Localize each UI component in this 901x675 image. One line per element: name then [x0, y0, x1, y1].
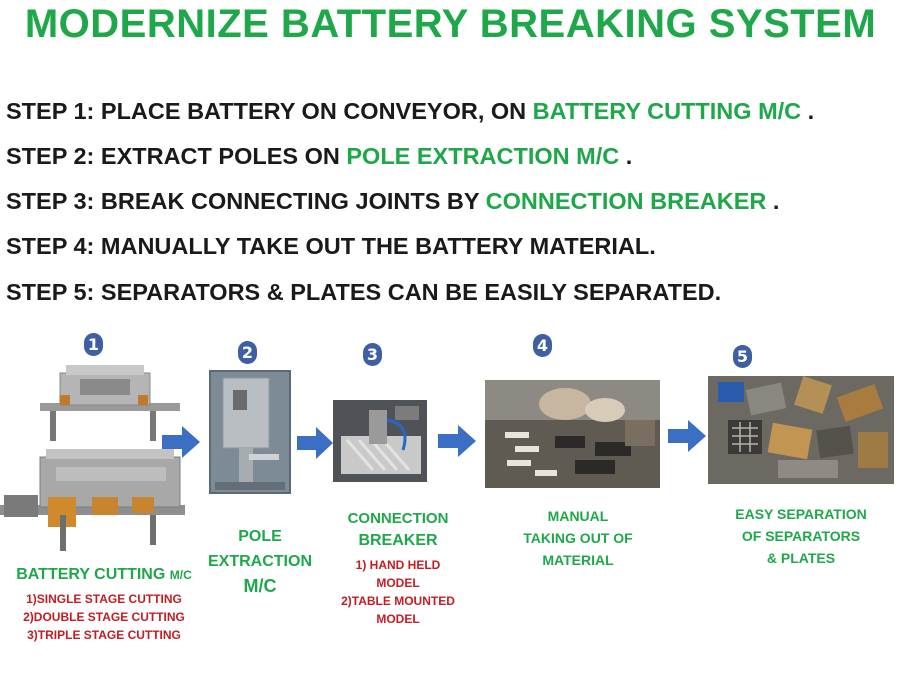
step-2-suffix: . [619, 143, 633, 169]
step-1-highlight: BATTERY CUTTING M/C [532, 98, 802, 124]
step-2-text: STEP 2: EXTRACT POLES ON [6, 143, 347, 169]
step-3-suffix: . [766, 188, 780, 214]
stage-3-caption-line: CONNECTION [347, 510, 449, 527]
stage-3-detail: 2)TABLE MOUNTED [341, 594, 455, 608]
step-1-suffix: . [801, 98, 815, 124]
manual-material-removal-image [485, 380, 660, 488]
arrow-right-icon [162, 426, 200, 458]
separated-plates-image [708, 376, 894, 484]
stage-4-caption: MANUAL TAKING OUT OF MATERIAL [498, 505, 658, 571]
step-2-highlight: POLE EXTRACTION M/C [346, 143, 620, 169]
stage-2-caption: POLE EXTRACTION M/C [205, 524, 315, 599]
stage-4-number: 4 [533, 334, 552, 357]
step-3-highlight: CONNECTION BREAKER [485, 188, 767, 214]
stage-5-number: 5 [733, 345, 752, 368]
step-2: STEP 2: EXTRACT POLES ON POLE EXTRACTION… [6, 143, 632, 170]
stage-1-detail: 3)TRIPLE STAGE CUTTING [27, 628, 181, 642]
stage-4-caption-line: MATERIAL [542, 552, 614, 568]
pole-extraction-machine-image [209, 370, 291, 494]
stage-1-details: 1)SINGLE STAGE CUTTING 2)DOUBLE STAGE CU… [4, 590, 204, 644]
stage-4-caption-line: MANUAL [547, 508, 609, 524]
stage-3-caption-line: BREAKER [358, 532, 438, 549]
page-title: MODERNIZE BATTERY BREAKING SYSTEM [24, 2, 877, 46]
step-3-text: STEP 3: BREAK CONNECTING JOINTS BY [6, 188, 486, 214]
step-4: STEP 4: MANUALLY TAKE OUT THE BATTERY MA… [6, 233, 656, 260]
battery-cutting-machine-image [0, 365, 185, 551]
stage-3-caption: CONNECTION BREAKER [326, 508, 470, 552]
stage-3-detail: MODEL [376, 576, 420, 590]
step-5: STEP 5: SEPARATORS & PLATES CAN BE EASIL… [6, 279, 721, 306]
stage-3-detail: MODEL [376, 612, 420, 626]
connection-breaker-image [333, 400, 427, 482]
stage-1-detail: 1)SINGLE STAGE CUTTING [26, 592, 182, 606]
stage-2-caption-line: EXTRACTION [208, 553, 312, 570]
stage-3-details: 1) HAND HELD MODEL 2)TABLE MOUNTED MODEL [326, 556, 470, 628]
step-5-text: STEP 5: SEPARATORS & PLATES CAN BE EASIL… [6, 279, 722, 305]
step-1: STEP 1: PLACE BATTERY ON CONVEYOR, ON BA… [6, 98, 814, 125]
stage-2-number: 2 [238, 341, 257, 364]
stage-1-caption: BATTERY CUTTING M/C [4, 566, 204, 584]
stage-2-caption-line: M/C [243, 576, 277, 596]
stage-3-number: 3 [363, 343, 382, 366]
stage-5-caption-line: & PLATES [766, 550, 836, 566]
stage-5-caption-line: EASY SEPARATION [735, 506, 867, 522]
step-4-text: STEP 4: MANUALLY TAKE OUT THE BATTERY MA… [6, 233, 656, 259]
stage-2-caption-line: POLE [238, 528, 282, 545]
step-3: STEP 3: BREAK CONNECTING JOINTS BY CONNE… [6, 188, 779, 215]
stage-4-caption-line: TAKING OUT OF [523, 530, 633, 546]
stage-1-caption-suffix: M/C [169, 568, 192, 582]
arrow-right-icon [668, 420, 706, 452]
stage-1-number: 1 [84, 333, 103, 356]
stage-5-caption-line: OF SEPARATORS [741, 528, 861, 544]
arrow-right-icon [297, 427, 333, 459]
stage-1-detail: 2)DOUBLE STAGE CUTTING [23, 610, 185, 624]
stage-3-detail: 1) HAND HELD [355, 558, 441, 572]
stage-1-caption-main: BATTERY CUTTING [16, 566, 170, 583]
arrow-right-icon [438, 425, 476, 457]
stage-5-caption: EASY SEPARATION OF SEPARATORS & PLATES [716, 503, 886, 569]
step-1-text: STEP 1: PLACE BATTERY ON CONVEYOR, ON [6, 98, 533, 124]
